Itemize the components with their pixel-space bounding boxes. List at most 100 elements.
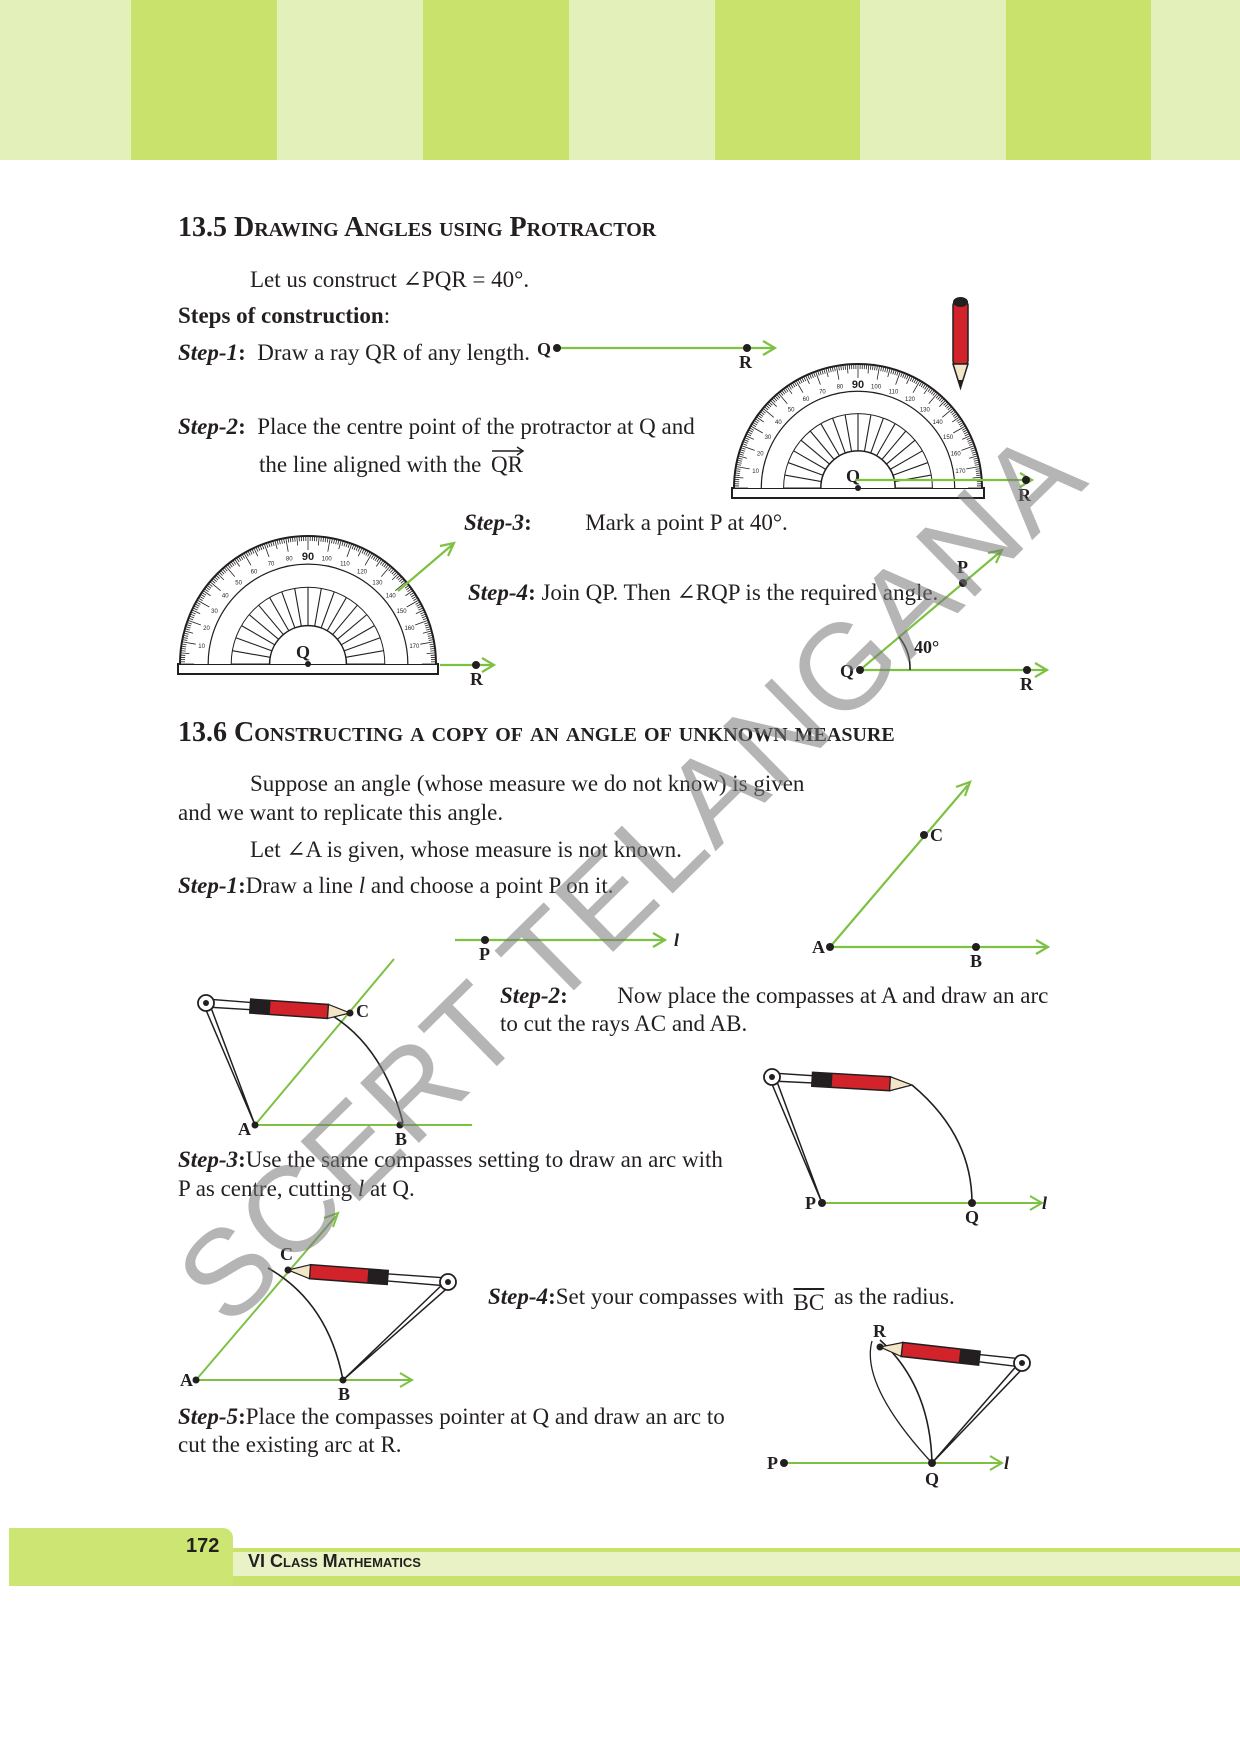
svg-text:20: 20 [757,451,764,457]
copy-step-2-text-a: Step-2: Now place the compasses at A and… [500,983,1049,1008]
svg-text:110: 110 [340,562,350,568]
copy-step-2-text-b: to cut the rays AC and AB. [500,1011,748,1036]
svg-text:50: 50 [788,407,795,413]
section-heading-13-5: 13.5 Drawing Angles using Protractor [178,212,656,244]
step-1-text: Step-1: Draw a ray QR of any length. [178,340,530,365]
protractor-90-label: 90 [852,379,864,391]
protractor-step2-figure: 1701601501401301201101008070605040302010… [731,363,985,499]
label-a: A [812,937,825,957]
ray-qr-step2-figure: R [855,472,1035,505]
compasses-icon [878,1341,1031,1464]
header-band-5 [569,0,715,160]
svg-text:20: 20 [203,626,210,632]
intro-text-a: Suppose an angle (whose measure we do no… [250,771,805,796]
header-band-7 [860,0,1006,160]
svg-text:120: 120 [905,397,916,403]
label-b: B [395,1129,407,1149]
label-l: l [1004,1453,1009,1473]
label-r: R [873,1321,887,1341]
ray-arrow-icon [492,446,525,456]
svg-text:100: 100 [322,557,333,563]
svg-text:130: 130 [372,580,383,586]
header-band-4 [423,0,569,160]
label-c: C [280,1244,293,1264]
label-r: R [470,669,484,689]
header-band-9 [1151,0,1240,160]
copy-step-1-text: Step-1:Draw a line l and choose a point … [178,873,614,898]
header-band-8 [1006,0,1151,160]
label-q: Q [537,339,551,359]
section-number: 13.5 [178,212,227,243]
label-l: l [1042,1193,1047,1213]
page-number: 172 [186,1535,220,1557]
svg-text:170: 170 [409,644,420,650]
footer-strip [233,1552,1240,1576]
svg-text:120: 120 [357,569,368,575]
label-q: Q [965,1207,979,1227]
section-heading-13-6: 13.6 Constructing a copy of an angle of … [178,717,895,749]
svg-text:60: 60 [803,397,810,403]
label-c: C [930,825,943,845]
svg-text:80: 80 [286,557,293,563]
svg-text:170: 170 [955,469,966,475]
copy-step-3-text-b: P as centre, cutting l at Q. [178,1176,415,1201]
compasses-icon [286,1263,457,1381]
book-title: VI Class Mathematics [248,1551,421,1571]
label-q: Q [840,661,854,681]
svg-text:80: 80 [837,385,844,391]
section-title: Drawing Angles using Protractor [234,212,657,243]
svg-text:10: 10 [752,469,759,475]
svg-text:100: 100 [871,385,882,391]
protractor-90-label: 90 [302,551,314,563]
svg-text:160: 160 [951,451,962,457]
svg-text:150: 150 [943,435,954,441]
header-band-6 [715,0,860,160]
svg-text:70: 70 [819,389,826,395]
compasses-icon [763,1068,914,1204]
angle-label-40: 40° [914,637,939,657]
label-r: R [739,352,753,372]
given-text: Let ∠A is given, whose measure is not kn… [250,837,682,862]
angle-a-figure: A C B [812,780,1051,971]
svg-text:40: 40 [222,594,229,600]
section-number: 13.6 [178,717,227,748]
compass-arc-at-q-figure: P Q R l [767,1321,1031,1489]
section-title: Constructing a copy of an angle of unkno… [234,717,895,748]
copy-step-5-text-a: Step-5:Place the compasses pointer at Q … [178,1404,725,1429]
svg-text:130: 130 [920,407,931,413]
compasses-icon [197,994,352,1126]
step-3-text: Step-3: Mark a point P at 40°. [464,510,788,535]
svg-text:70: 70 [268,562,275,568]
svg-text:160: 160 [404,626,415,632]
compass-arc-at-p-figure: P Q l [763,1068,1047,1227]
svg-text:60: 60 [251,569,258,575]
label-q: Q [925,1469,939,1489]
svg-text:140: 140 [386,594,397,600]
svg-text:140: 140 [933,420,944,426]
step-2-text-b: the line aligned with the QR [259,446,525,479]
label-p: P [957,557,968,577]
svg-text:10: 10 [198,644,205,650]
angle-rqp-figure: Q P R 40° [840,548,1050,694]
compass-arc-at-a-figure: A C B [197,958,472,1149]
header-band-2 [131,0,277,160]
footer-tab [9,1528,233,1586]
protractor-icon: 1701601501401301201101008070605040302010… [177,535,439,675]
point-r [743,344,751,352]
protractor-step3-figure: 1701601501401301201101008070605040302010… [177,535,439,675]
svg-text:40: 40 [775,420,782,426]
label-r: R [1020,674,1034,694]
point-q [553,344,561,352]
intro-text: Let us construct ∠PQR = 40°. [250,267,530,292]
ray-step3-figure: R [397,541,497,689]
label-b: B [970,951,982,971]
label-q: Q [296,642,310,662]
svg-text:50: 50 [235,580,242,586]
label-a: A [180,1370,193,1390]
label-a: A [238,1119,251,1139]
svg-text:110: 110 [889,389,899,395]
intro-text-b: and we want to replicate this angle. [178,800,504,825]
label-r: R [1018,485,1032,505]
compass-bc-radius-figure: A C B [180,1211,457,1404]
step-4-text: Step-4: Join QP. Then ∠RQP is the requir… [468,580,939,605]
